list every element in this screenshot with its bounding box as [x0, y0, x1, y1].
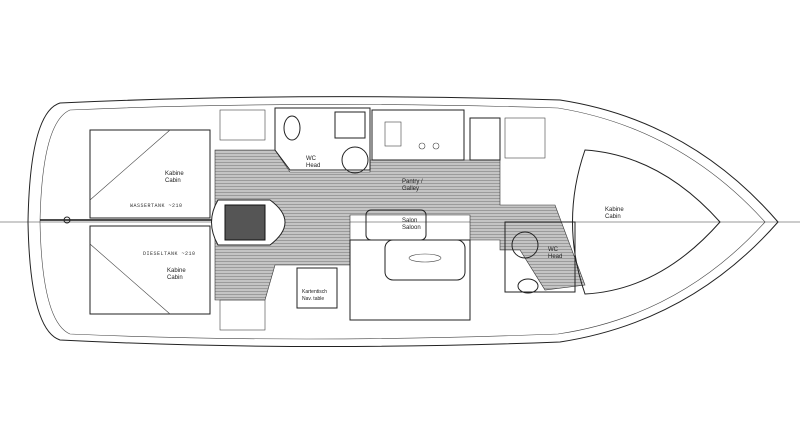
locker	[504, 117, 546, 159]
locker	[219, 299, 266, 331]
fridge	[469, 117, 501, 161]
nav-table	[296, 267, 338, 309]
shower-drain-icon	[341, 146, 369, 174]
stove-burner	[432, 142, 440, 150]
locker	[219, 109, 266, 141]
head-aft	[274, 107, 371, 171]
sink-aft	[334, 111, 366, 139]
toilet-icon	[517, 278, 539, 294]
table-top	[384, 239, 466, 281]
engine	[224, 204, 266, 241]
label-diesel-tank: DIESELTANK ~210	[143, 251, 196, 257]
forward-cabin	[572, 149, 721, 295]
compass-logo-icon	[408, 253, 442, 263]
hull-outline	[27, 96, 779, 348]
aft-cabin-stbd	[89, 225, 211, 315]
stove-burner	[418, 142, 426, 150]
label-galley: Pantry /Galley	[402, 179, 423, 192]
hull-inner	[39, 104, 766, 340]
aft-cabin-port	[89, 129, 211, 219]
rudder-icon	[63, 216, 71, 224]
toilet-icon	[283, 115, 301, 141]
label-water-tank: WASSERTANK ~210	[130, 203, 183, 209]
galley-counter	[371, 109, 465, 161]
galley-sink	[384, 121, 402, 147]
shower-drain-icon	[511, 231, 539, 259]
